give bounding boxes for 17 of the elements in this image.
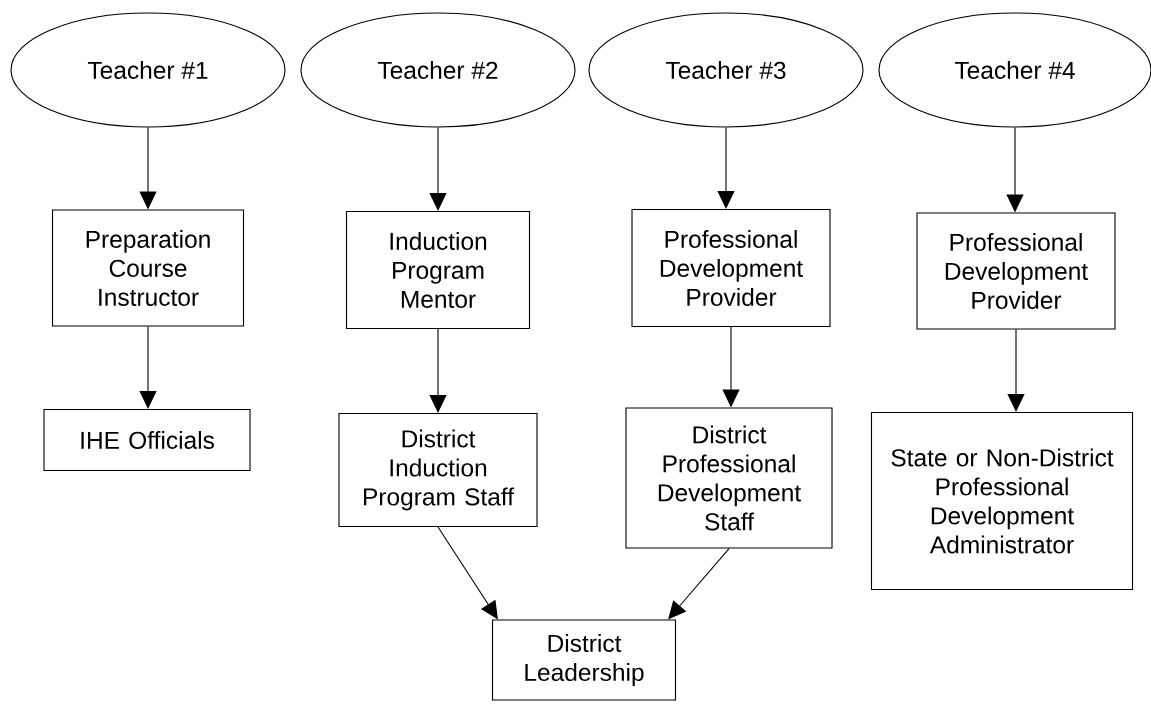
process-box: Professional Development Provider: [916, 212, 1116, 330]
process-box: Professional Development Provider: [631, 208, 831, 328]
process-box: District Professional Development Staff: [625, 407, 833, 549]
arrow: [1007, 329, 1025, 412]
process-box: IHE Officials: [43, 408, 251, 472]
process-box: State or Non-District Professional Development Administrator: [870, 411, 1134, 591]
arrow: [429, 328, 447, 413]
process-box: Induction Program Mentor: [345, 210, 531, 330]
oval-node: Teacher #3: [588, 12, 864, 128]
process-box: Preparation Course Instructor: [51, 209, 245, 327]
arrow: [139, 326, 157, 409]
oval-node: Teacher #2: [300, 12, 576, 128]
process-box: District Induction Program Staff: [338, 412, 538, 528]
arrow: [429, 127, 447, 211]
oval-node: Teacher #1: [10, 12, 286, 128]
arrow: [717, 127, 735, 209]
process-box: District Leadership: [491, 619, 677, 701]
